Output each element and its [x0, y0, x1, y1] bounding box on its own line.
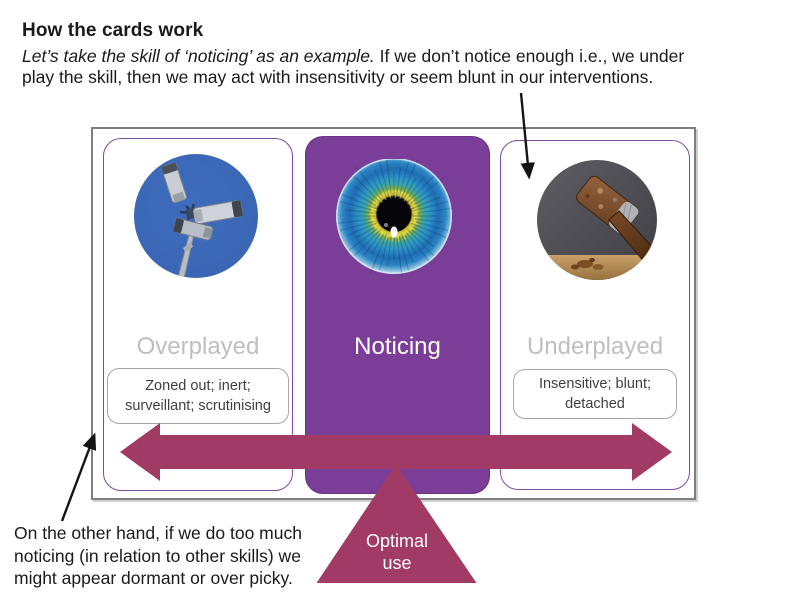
sledgehammer-image [537, 160, 657, 280]
page-title: How the cards work [22, 20, 204, 41]
optimal-use-line2: use [382, 553, 412, 573]
descriptor-text-overplayed: Zoned out; inert; surveillant; scrutinis… [125, 378, 271, 414]
intro-line2-text: play the skill, then we may act with ins… [22, 67, 654, 87]
footnote-line-1: On the other hand, if we do too much [14, 523, 302, 543]
footnote-line-3: might appear dormant or over picky. [14, 568, 293, 588]
card-label-noticing: Noticing [354, 333, 441, 360]
eye-iris-image [335, 159, 453, 277]
intro-paragraph: Let’s take the skill of ‘noticing’ as an… [22, 46, 786, 88]
descriptor-text-underplayed: Insensitive; blunt; detached [538, 376, 652, 412]
optimal-use-line1: Optimal [365, 531, 428, 551]
annotation-arrow-bottom [60, 432, 97, 522]
footnote-line-2: noticing (in relation to other skills) w… [14, 545, 301, 566]
card-label-underplayed: Underplayed [526, 333, 664, 360]
descriptor-box-underplayed: Insensitive; blunt; detached [513, 369, 677, 419]
optimal-use-label: Optimal use [317, 530, 477, 574]
footnote-paragraph: On the other hand, if we do too much not… [14, 522, 302, 590]
cctv-cameras-image [134, 154, 258, 278]
intro-regular-text: If we don’t notice enough i.e., we under [374, 46, 685, 66]
descriptor-box-overplayed: Zoned out; inert; surveillant; scrutinis… [107, 368, 289, 424]
card-label-overplayed: Overplayed [136, 333, 260, 360]
intro-italic-text: Let’s take the skill of ‘noticing’ as an… [22, 46, 375, 66]
